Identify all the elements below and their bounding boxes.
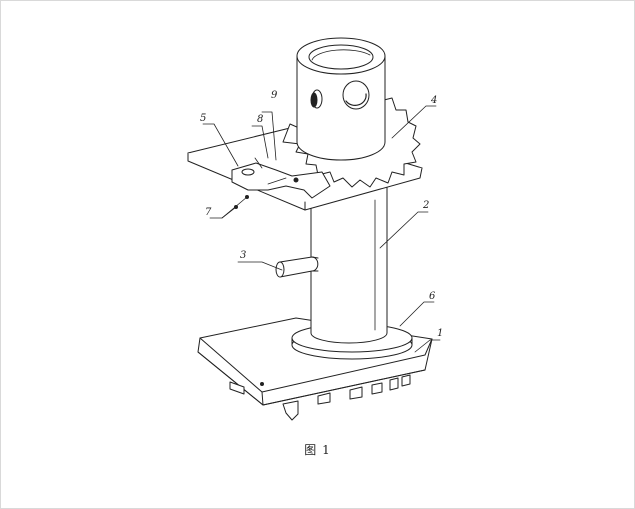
leader-7a	[209, 196, 248, 219]
label-3: 3	[240, 250, 246, 261]
leader-5	[202, 123, 239, 167]
main-column	[310, 185, 388, 344]
label-8: 8	[257, 114, 263, 125]
lever-arm	[231, 157, 331, 199]
upper-cylinder	[296, 37, 386, 161]
label-5: 5	[200, 113, 206, 124]
label-9: 9	[271, 90, 278, 101]
leader-8	[251, 125, 269, 159]
label-2: 2	[422, 200, 429, 211]
leader-9	[261, 111, 277, 161]
leader-4	[391, 105, 437, 139]
leader-lines	[202, 105, 441, 353]
leader-7b	[221, 206, 237, 219]
leader-6	[399, 301, 435, 327]
label-6: 6	[429, 291, 436, 302]
label-1: 1	[437, 328, 443, 339]
leader-3	[237, 261, 283, 271]
label-7: 7	[205, 207, 212, 218]
figure-caption: 图 1	[304, 443, 331, 457]
base-underside-teeth	[229, 374, 411, 421]
label-4: 4	[430, 95, 437, 106]
leader-1	[414, 339, 441, 353]
leader-2	[379, 211, 429, 249]
